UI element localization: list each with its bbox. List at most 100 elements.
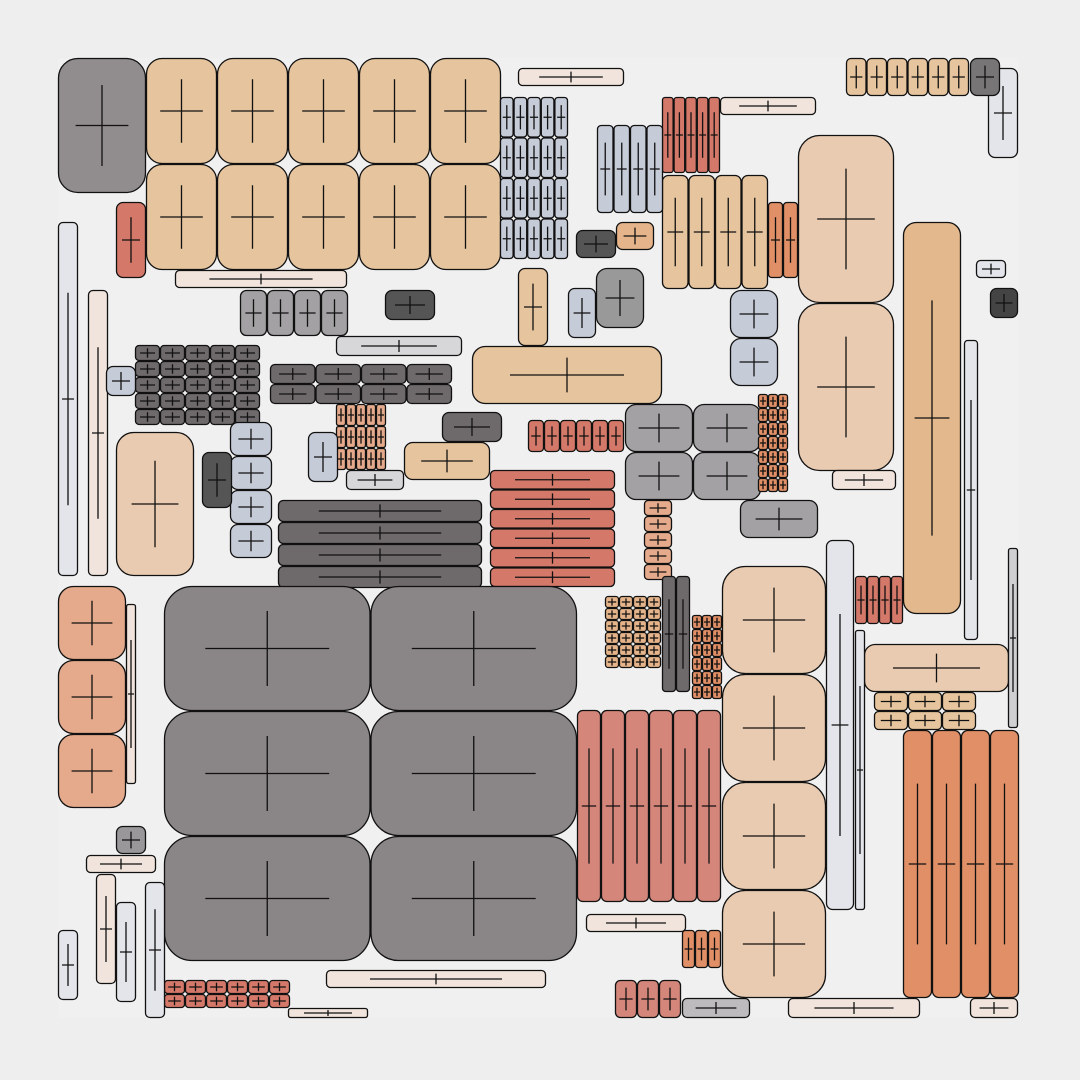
- tile: [873, 691, 909, 712]
- tile: [345, 447, 357, 471]
- tile: [247, 979, 270, 995]
- tile: [596, 124, 614, 214]
- tile: [489, 508, 616, 529]
- tile: [184, 979, 207, 995]
- tile: [721, 565, 827, 675]
- tile: [489, 547, 616, 568]
- tile: [513, 137, 528, 179]
- tile: [229, 421, 273, 457]
- tile: [527, 137, 541, 179]
- tile: [287, 57, 360, 165]
- tile: [163, 585, 371, 712]
- tile: [757, 393, 769, 409]
- tile: [174, 269, 348, 289]
- tile: [866, 575, 880, 625]
- tile: [721, 889, 827, 999]
- tile: [159, 376, 186, 394]
- tile: [618, 619, 634, 633]
- tile: [406, 363, 453, 385]
- tile: [239, 289, 268, 337]
- tile: [643, 563, 673, 581]
- tile: [370, 710, 578, 837]
- tile: [696, 96, 709, 174]
- tile: [767, 407, 779, 423]
- tile: [489, 567, 616, 588]
- tile: [57, 221, 79, 577]
- tile: [989, 729, 1020, 999]
- tile: [163, 979, 186, 995]
- tile: [527, 177, 541, 219]
- tile: [646, 631, 662, 645]
- tile: [87, 289, 109, 577]
- tile: [886, 57, 908, 97]
- tile: [777, 435, 789, 451]
- tile: [692, 403, 762, 453]
- tile: [711, 628, 723, 644]
- tile: [767, 463, 779, 479]
- tile: [159, 344, 186, 362]
- tile: [229, 523, 273, 559]
- tile: [145, 57, 218, 165]
- tile: [144, 881, 166, 1019]
- tile: [672, 709, 698, 903]
- tile: [767, 435, 779, 451]
- tile: [691, 614, 703, 630]
- tile: [629, 124, 647, 214]
- tile: [711, 642, 723, 658]
- tile: [757, 449, 769, 465]
- tile: [632, 607, 648, 621]
- tile: [854, 575, 868, 625]
- tile: [604, 655, 620, 669]
- tile: [632, 631, 648, 645]
- tile: [969, 997, 1019, 1019]
- tile: [205, 979, 228, 995]
- tile: [134, 392, 161, 410]
- tile: [941, 710, 977, 731]
- tile: [643, 547, 673, 565]
- tile: [863, 643, 1010, 693]
- tile: [831, 469, 897, 491]
- tile: [615, 221, 655, 251]
- tile: [57, 733, 127, 809]
- tile: [646, 655, 662, 669]
- tile: [115, 825, 147, 855]
- tile: [739, 499, 819, 539]
- tile: [701, 670, 713, 686]
- tile: [777, 393, 789, 409]
- tile: [624, 451, 694, 501]
- tile: [767, 393, 779, 409]
- tile: [489, 489, 616, 510]
- tile: [209, 408, 236, 426]
- tile: [559, 419, 577, 453]
- tile: [777, 449, 789, 465]
- tile: [646, 643, 662, 657]
- tile: [989, 287, 1019, 319]
- tile: [632, 655, 648, 669]
- tile: [513, 96, 528, 138]
- tile: [604, 643, 620, 657]
- tile: [624, 709, 650, 903]
- tile: [517, 267, 549, 347]
- tile: [648, 709, 674, 903]
- tile: [209, 344, 236, 362]
- tile: [554, 137, 569, 179]
- tile: [661, 96, 674, 174]
- tile: [711, 614, 723, 630]
- tile: [907, 57, 929, 97]
- tile: [184, 360, 211, 378]
- tile: [403, 441, 491, 481]
- tile: [159, 360, 186, 378]
- tile: [711, 670, 723, 686]
- tile: [320, 289, 349, 337]
- tile: [287, 1007, 369, 1019]
- tile: [681, 997, 751, 1019]
- tile: [266, 289, 295, 337]
- tile: [269, 363, 316, 385]
- tile: [554, 218, 569, 260]
- tile: [797, 134, 895, 304]
- tile: [767, 477, 779, 493]
- tile: [618, 595, 634, 609]
- tile: [540, 137, 555, 179]
- tile: [216, 57, 289, 165]
